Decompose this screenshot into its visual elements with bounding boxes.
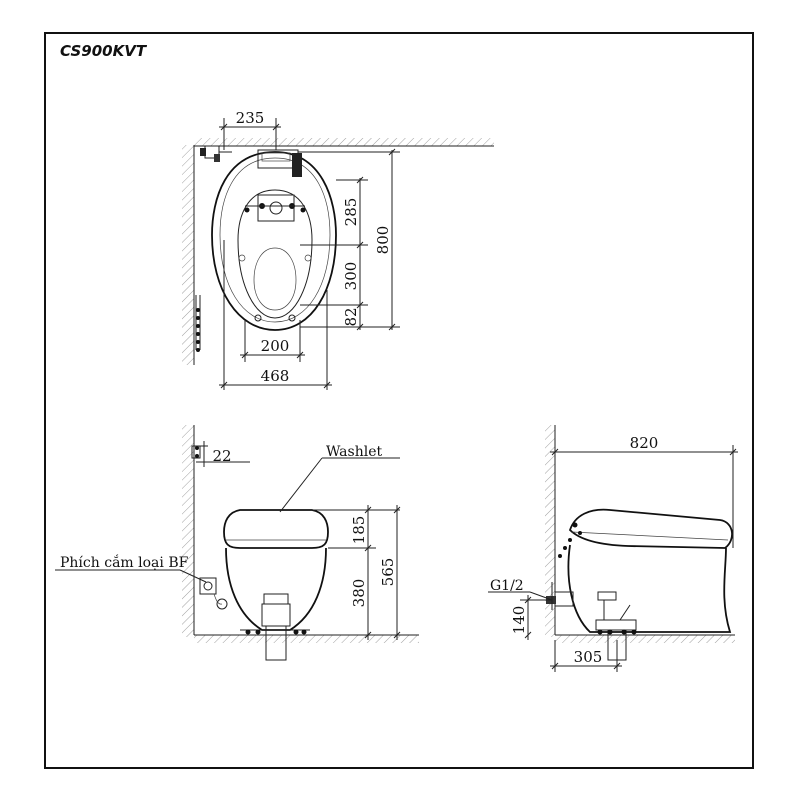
dim-total-height: 565	[379, 558, 397, 587]
front-bowl	[225, 547, 327, 631]
front-wall	[182, 425, 194, 637]
dim-rough-in: 305	[574, 648, 603, 666]
front-view: 22 Washlet Phích cắm loại BF	[55, 425, 419, 661]
side-wall	[545, 425, 555, 637]
side-bowl	[567, 544, 732, 633]
label-plug: Phích cắm loại BF	[60, 553, 189, 571]
dim-inlet-offset: 235	[236, 109, 265, 127]
dim-seat-height: 185	[350, 516, 368, 545]
dim-depth-1: 285	[342, 198, 360, 227]
sheet-border	[44, 32, 754, 769]
top-wall-back	[194, 138, 494, 146]
side-view: G1/2 820 140 305	[488, 425, 738, 672]
label-g12: G1/2	[490, 578, 524, 594]
dim-bowl-height: 380	[350, 579, 368, 608]
front-floor	[194, 635, 419, 643]
front-seat	[223, 509, 329, 549]
side-lid	[568, 508, 733, 549]
dim-total-length: 820	[630, 434, 659, 452]
model-title: CS900KVT	[60, 42, 147, 60]
dim-depth-2: 300	[342, 262, 360, 291]
dim-total-depth: 800	[374, 226, 392, 255]
top-view: 235 285 300 82 800 200 468	[182, 109, 494, 390]
dim-supply-height: 140	[510, 606, 528, 635]
label-washlet: Washlet	[326, 444, 382, 460]
top-wall-left	[182, 145, 194, 365]
top-bowl-outline	[211, 151, 337, 331]
dim-width: 468	[261, 367, 290, 385]
dim-outlet: 22	[212, 447, 231, 465]
dim-depth-3: 82	[342, 307, 360, 326]
dim-bolt-spacing: 200	[261, 337, 290, 355]
side-floor	[555, 635, 735, 643]
